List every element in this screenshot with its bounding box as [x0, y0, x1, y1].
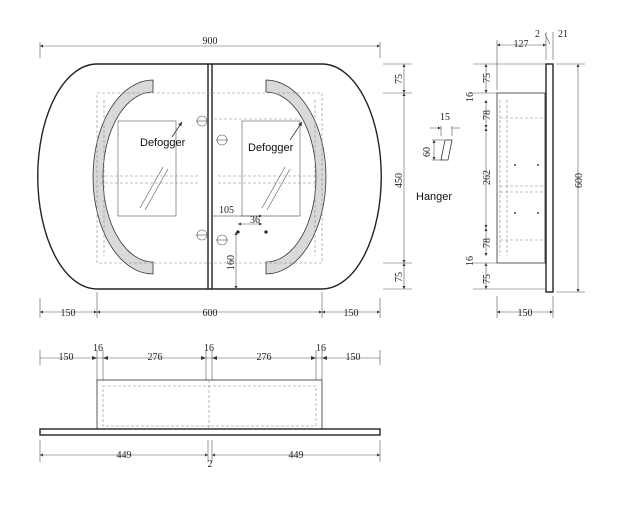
top-mid-16: 16: [204, 343, 214, 354]
dim-top-margin: 75: [394, 74, 405, 84]
side-top-16: 16: [465, 92, 476, 102]
side-cabinet-body: [496, 92, 546, 264]
hanger-detail: 15 60 Hanger: [416, 112, 460, 203]
side-glass-gap: 2: [535, 29, 540, 40]
top-left-16: 16: [93, 343, 103, 354]
top-right-16: 16: [316, 343, 326, 354]
hanger-width: 15: [440, 112, 450, 123]
dim-overall-width: 900: [203, 36, 218, 47]
top-glass-panel: [39, 428, 381, 436]
side-glass-panel: [545, 63, 554, 293]
dim-overall-height: 450: [394, 173, 405, 188]
defogger-label-right: Defogger: [248, 142, 294, 154]
top-half-right: 449: [289, 450, 304, 461]
dim-right-arc: 150: [344, 308, 359, 319]
defogger-pad-left: [117, 120, 177, 217]
side-bottom-width: 150: [518, 308, 533, 319]
side-bot-16: 16: [465, 256, 476, 266]
defogger-pad-right: [241, 120, 301, 217]
side-glass-thick: 21: [558, 29, 568, 40]
side-bot-78: 78: [482, 238, 493, 248]
top-half-left: 449: [117, 450, 132, 461]
hanger-label: Hanger: [416, 191, 452, 203]
dim-switch-spacing: 36: [250, 215, 260, 226]
top-cabinet-body: [96, 379, 323, 430]
dim-switch-offset: 105: [219, 205, 234, 216]
top-gap: 2: [208, 459, 213, 470]
top-right-150: 150: [346, 352, 361, 363]
dim-bottom-margin: 75: [394, 272, 405, 282]
dim-left-arc: 150: [61, 308, 76, 319]
dim-center-width: 600: [203, 308, 218, 319]
side-depth-total: 127: [514, 39, 529, 50]
front-view: 900 Defogger Defogger: [37, 36, 412, 319]
hanger-height: 60: [422, 147, 433, 157]
mirror-outline: [37, 63, 382, 290]
side-top-78: 78: [482, 110, 493, 120]
led-strip-left: [92, 79, 154, 275]
top-left-150: 150: [59, 352, 74, 363]
led-strip-right: [265, 79, 327, 275]
side-height-total: 600: [574, 173, 585, 188]
top-right-276: 276: [257, 352, 272, 363]
top-view: 150 16 276 16 276 16 150 449 2 449: [39, 343, 381, 470]
side-mid-262: 262: [482, 170, 493, 185]
dim-switch-height: 160: [226, 255, 237, 270]
hanger-shape: [440, 139, 453, 161]
defogger-label-left: Defogger: [140, 137, 186, 149]
side-view: 127 2 21 75 16 78 262 78 16 75 600 150: [465, 29, 585, 319]
side-top-75: 75: [482, 73, 493, 83]
side-bot-75: 75: [482, 274, 493, 284]
top-left-276: 276: [148, 352, 163, 363]
